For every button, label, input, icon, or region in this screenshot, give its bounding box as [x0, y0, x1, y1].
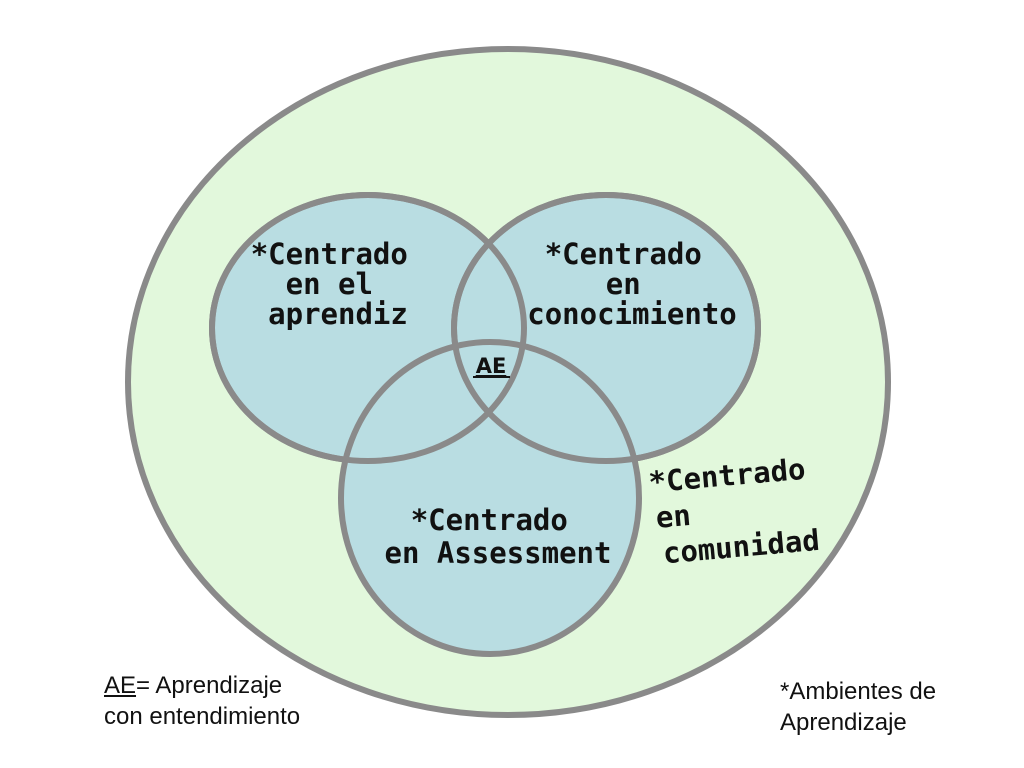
legend-line: AE= Aprendizaje — [104, 670, 300, 701]
ae-center-label: AE — [476, 354, 507, 378]
learner-label-line: *Centrado — [251, 237, 408, 271]
legend-definition-line2: con entendimiento — [104, 703, 301, 730]
footnote-note: *Ambientes de Aprendizaje — [780, 676, 936, 738]
learner-label-line: en el — [286, 267, 373, 301]
assessment-label-line: en Assessment — [385, 536, 612, 570]
assessment-label: *Centrado en Assessment — [385, 503, 612, 570]
learner-label: *Centrado en el aprendiz — [251, 237, 426, 331]
footnote-line2: Aprendizaje — [780, 709, 907, 736]
assessment-circle — [338, 339, 642, 657]
legend-note: AE= Aprendizaje con entendimiento — [104, 670, 300, 732]
knowledge-label: *Centrado en conocimiento — [527, 237, 737, 331]
knowledge-circle-outline — [451, 192, 761, 464]
footnote-line1: *Ambientes de — [780, 678, 937, 705]
learner-label-line: aprendiz — [268, 297, 408, 331]
knowledge-label-line: en — [606, 267, 641, 301]
knowledge-label-line: *Centrado — [545, 237, 702, 271]
learner-circle-outline — [209, 192, 527, 464]
assessment-label-line: *Centrado — [411, 503, 568, 537]
knowledge-label-line: conocimiento — [527, 297, 737, 331]
legend-abbrev: AE — [104, 672, 137, 699]
community-label-line: en — [654, 498, 692, 535]
legend-definition: = Aprendizaje — [136, 672, 283, 699]
